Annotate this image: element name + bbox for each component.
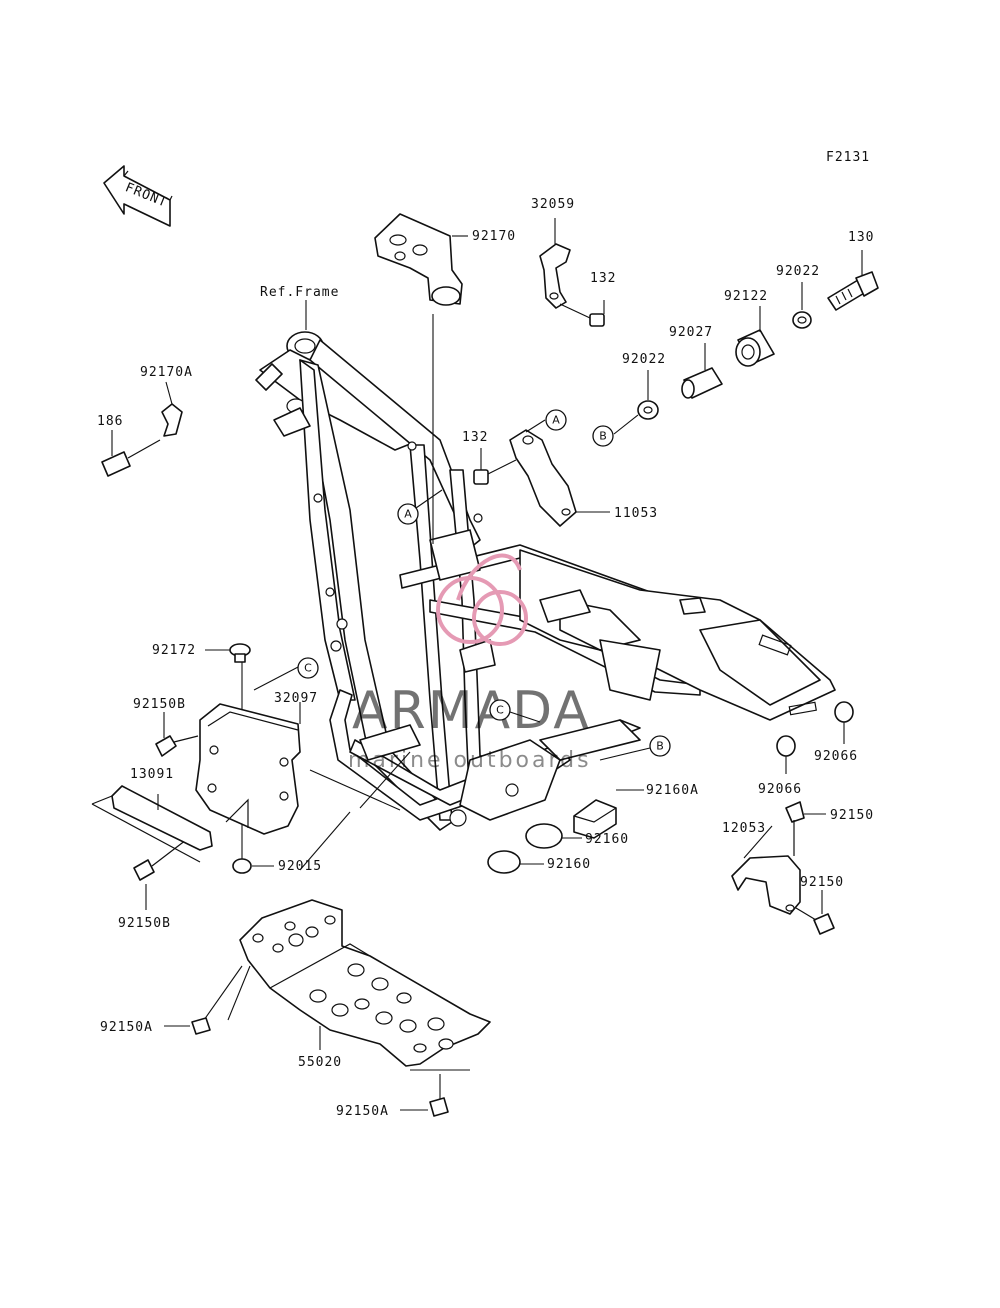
callout-92122: 92122 [724,289,768,304]
callout-11053: 11053 [614,506,658,521]
callout-92150-upper: 92150 [830,808,874,823]
part-55020-skid-plate [239,899,491,1067]
part-92022-washer-upper [792,311,812,329]
ref-marker-C-frame: C [489,699,511,721]
part-13091-guard [91,785,213,863]
part-92027-collar [681,367,723,399]
callout-92022-upper: 92022 [776,264,820,279]
svg-text:A: A [552,414,560,427]
part-92150A-bolt-bottom [429,1097,449,1117]
callout-92172: 92172 [152,643,196,658]
part-92066-cap-left [776,735,796,757]
callout-186: 186 [97,414,123,429]
ref-marker-A-frame: A [397,503,419,525]
svg-text:B: B [599,430,607,443]
part-186-bolt [101,439,161,477]
part-92170A-clip [161,403,183,437]
diagram-code: F2131 [826,150,870,165]
part-92160A-block [573,799,617,839]
part-132-bolt-upper [559,303,605,327]
callout-92027: 92027 [669,325,713,340]
callout-132-upper: 132 [590,271,616,286]
watermark-logo-icon [436,553,528,646]
callout-92066-left: 92066 [758,782,802,797]
part-92066-cap-right [834,701,854,723]
callout-92160-lower: 92160 [547,857,591,872]
part-92150B-bolt-lower [133,839,187,881]
watermark: ARMADA marine outboards [348,553,592,773]
callout-92150A-left: 92150A [100,1020,153,1035]
part-11053-bracket [509,429,577,527]
svg-text:C: C [496,704,504,717]
svg-text:A: A [404,508,412,521]
part-92172-screw [229,643,251,663]
ref-marker-B-upper: B [592,425,614,447]
callout-55020: 55020 [298,1055,342,1070]
callout-32097: 32097 [274,691,318,706]
callout-92015: 92015 [278,859,322,874]
callout-92150B-upper: 92150B [133,697,186,712]
callout-92150-lower: 92150 [800,875,844,890]
ref-marker-B-frame: B [649,735,671,757]
frame [255,331,836,831]
callout-92150A-bottom: 92150A [336,1104,389,1119]
callout-92170: 92170 [472,229,516,244]
callout-32059: 32059 [531,197,575,212]
part-92122-bushing [735,329,775,367]
watermark-tagline: marine outboards [348,748,592,773]
callout-130: 130 [848,230,874,245]
callout-132-lower: 132 [462,430,488,445]
callout-92160A: 92160A [646,783,699,798]
part-92170 [374,213,463,306]
part-92015-grommet [232,858,252,874]
part-92150-bolt-upper [785,801,805,856]
callout-92170A: 92170A [140,365,193,380]
part-32097-cover [195,703,301,835]
callout-92066-right: 92066 [814,749,858,764]
callout-12053: 12053 [722,821,766,836]
part-92022-washer-lower [637,400,659,420]
part-92160-cap-upper [525,823,563,849]
svg-text:C: C [304,662,312,675]
part-92160-cap-lower [487,850,521,874]
front-arrow-icon: FRONT [103,165,173,227]
part-12053-clamp [731,855,801,915]
callout-13091: 13091 [130,767,174,782]
part-132-bolt-lower [473,459,517,485]
part-92150B-bolt-upper [155,735,199,757]
ref-marker-C-cover: C [297,657,319,679]
callout-92160-upper: 92160 [585,832,629,847]
callout-92022-lower: 92022 [622,352,666,367]
ref-marker-A-upper: A [545,409,567,431]
ref-frame-label: Ref.Frame [260,285,339,300]
svg-text:B: B [656,740,664,753]
part-130-bolt [827,271,879,311]
watermark-brand: ARMADA [352,681,591,741]
part-92150-bolt-lower [795,907,835,935]
part-92150A-bolt-left [191,1017,211,1035]
part-32059 [539,243,571,309]
callout-92150B-lower: 92150B [118,916,171,931]
